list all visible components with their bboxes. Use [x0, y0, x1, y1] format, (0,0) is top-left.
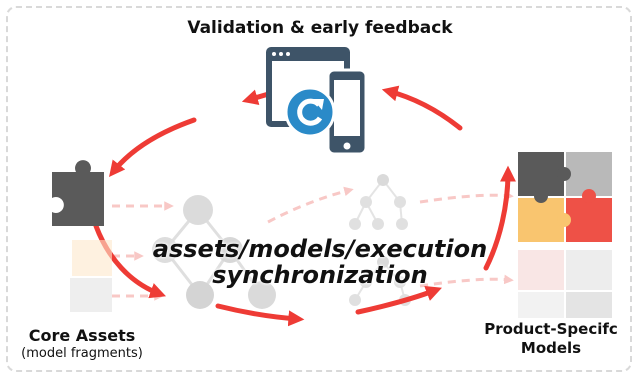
arrow-bottom-right [355, 285, 442, 315]
refresh-icon [284, 86, 336, 138]
puzzle-piece-icon [52, 160, 112, 312]
sync-caption: assets/models/execution synchronization [140, 236, 500, 288]
arrow-core-down [93, 223, 167, 299]
core-assets-subtitle: (model fragments) [21, 346, 143, 361]
diagram-frame [6, 6, 632, 372]
faint-sync-arrows [112, 186, 514, 301]
psm-title-line2: Models [520, 339, 582, 357]
tree-graph-icon [349, 174, 408, 230]
puzzle-grid-icon [518, 152, 612, 318]
arrow-to-core-assets [109, 117, 197, 178]
product-specific-models-title: Product-Specifc Models [466, 320, 636, 358]
arrow-bottom-center [215, 303, 305, 327]
arrow-up-to-psm [483, 165, 516, 271]
arrow-to-validation [381, 85, 463, 131]
validation-title: Validation & early feedback [187, 18, 453, 38]
tree-graph-icon [152, 195, 276, 309]
sync-caption-line1: assets/models/execution [152, 235, 488, 263]
sync-caption-line2: synchronization [212, 261, 428, 289]
psm-title-line1: Product-Specifc [484, 320, 618, 338]
core-assets-title: Core Assets [28, 326, 136, 345]
